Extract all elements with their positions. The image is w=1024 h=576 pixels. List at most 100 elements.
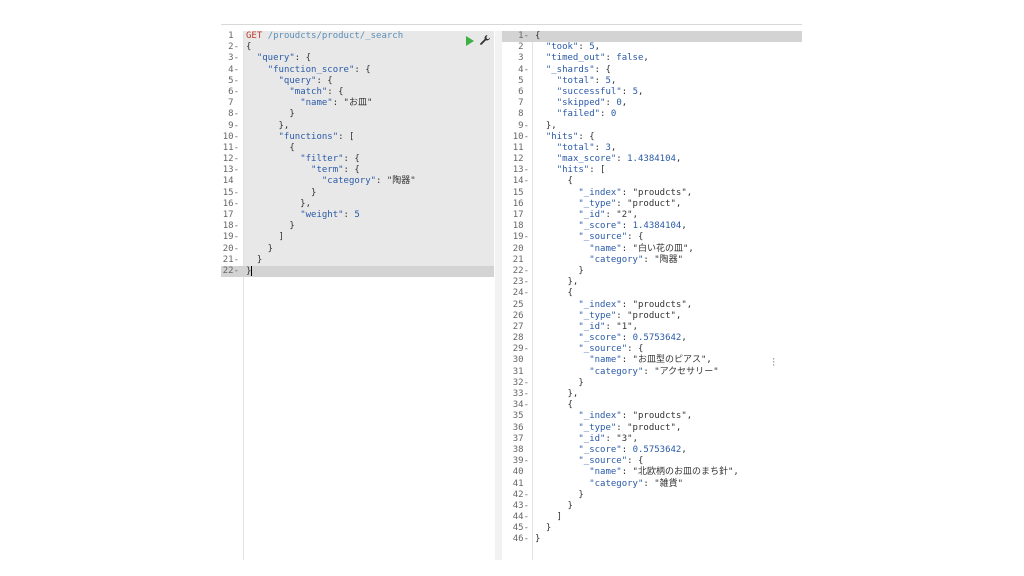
request-line[interactable]: 16- }, <box>221 199 494 210</box>
response-line[interactable]: 31 "category": "アクセサリー" <box>502 367 802 378</box>
request-line-code: "function_score": { <box>267 64 371 75</box>
response-line-number: 14- <box>512 176 529 187</box>
response-line[interactable]: 22- } <box>502 266 802 277</box>
request-line[interactable]: 12- "filter": { <box>221 154 494 165</box>
response-viewer[interactable]: 1-{2 "took": 5,3 "timed_out": false,4- "… <box>502 31 802 560</box>
request-line-number: 9- <box>228 120 239 131</box>
response-line[interactable]: 30 "name": "お皿型のピアス", <box>502 355 802 366</box>
request-line[interactable]: 11- { <box>221 143 494 154</box>
response-line[interactable]: 34- { <box>502 400 802 411</box>
response-line[interactable]: 8 "failed": 0 <box>502 109 802 120</box>
response-line-code: "hits": { <box>545 131 595 142</box>
request-line[interactable]: 5- "query": { <box>221 76 494 87</box>
response-line[interactable]: 45- } <box>502 523 802 534</box>
response-line[interactable]: 44- ] <box>502 512 802 523</box>
response-line[interactable]: 32- } <box>502 378 802 389</box>
response-line[interactable]: 46-} <box>502 534 802 545</box>
request-line[interactable]: 13- "term": { <box>221 165 494 176</box>
response-line[interactable]: 16 "_type": "product", <box>502 199 802 210</box>
request-line-code: } <box>246 254 263 265</box>
response-line[interactable]: 42- } <box>502 490 802 501</box>
response-line-number: 41 <box>512 478 529 489</box>
response-line[interactable]: 4- "_shards": { <box>502 65 802 76</box>
response-line[interactable]: 21 "category": "陶器" <box>502 255 802 266</box>
response-line[interactable]: 35 "_index": "proudcts", <box>502 411 802 422</box>
response-line[interactable]: 38 "_score": 0.5753642, <box>502 445 802 456</box>
response-line-number: 10- <box>512 131 529 142</box>
run-request-button[interactable] <box>466 36 474 46</box>
response-gutter <box>502 31 533 560</box>
request-line[interactable]: 15- } <box>221 188 494 199</box>
response-line[interactable]: 10- "hits": { <box>502 132 802 143</box>
response-line[interactable]: 23- }, <box>502 277 802 288</box>
response-line[interactable]: 43- } <box>502 501 802 512</box>
response-line[interactable]: 19- "_source": { <box>502 232 802 243</box>
response-line[interactable]: 14- { <box>502 176 802 187</box>
response-line-code: } <box>535 377 584 388</box>
response-line-code: "_score": 0.5753642, <box>578 333 687 344</box>
request-line[interactable]: 21- } <box>221 255 494 266</box>
response-line[interactable]: 28 "_score": 0.5753642, <box>502 333 802 344</box>
request-line-code: "query": { <box>278 75 333 86</box>
request-line[interactable]: 1 GET /proudcts/product/_search <box>221 31 494 42</box>
drag-handle-icon[interactable]: ··· <box>771 355 777 371</box>
response-line[interactable]: 11 "total": 3, <box>502 143 802 154</box>
request-line[interactable]: 18- } <box>221 221 494 232</box>
wrench-icon[interactable] <box>479 34 491 46</box>
response-line-number: 43- <box>512 500 529 511</box>
response-line-number: 40 <box>512 467 529 478</box>
response-line-code: "category": "雑貨" <box>589 478 684 489</box>
response-line[interactable]: 20 "name": "白い花の皿", <box>502 244 802 255</box>
request-line-number: 5- <box>228 75 239 86</box>
request-line[interactable]: 9- }, <box>221 121 494 132</box>
request-line[interactable]: 20- } <box>221 244 494 255</box>
request-line[interactable]: 2-{ <box>221 42 494 53</box>
request-line-code: } <box>246 221 295 232</box>
request-line[interactable]: 17 "weight": 5 <box>221 210 494 221</box>
request-line-number: 18- <box>222 221 239 232</box>
response-line-number: 38 <box>512 444 529 455</box>
response-line-code: "_type": "product", <box>578 422 682 433</box>
request-line[interactable]: 14 "category": "陶器" <box>221 176 494 187</box>
response-line[interactable]: 36 "_type": "product", <box>502 423 802 434</box>
response-line[interactable]: 7 "skipped": 0, <box>502 98 802 109</box>
request-line[interactable]: 7 "name": "お皿" <box>221 98 494 109</box>
response-line-number: 15 <box>512 187 529 198</box>
response-line[interactable]: 1-{ <box>502 31 802 43</box>
request-line[interactable]: 19- ] <box>221 232 494 243</box>
request-line-code: "functions": [ <box>278 131 355 142</box>
response-line[interactable]: 24- { <box>502 288 802 299</box>
response-line[interactable]: 13- "hits": [ <box>502 165 802 176</box>
response-line[interactable]: 3 "timed_out": false, <box>502 53 802 64</box>
response-line[interactable]: 2 "took": 5, <box>502 42 802 53</box>
response-line[interactable]: 26 "_type": "product", <box>502 311 802 322</box>
request-line[interactable]: 8- } <box>221 109 494 120</box>
response-line[interactable]: 29- "_source": { <box>502 344 802 355</box>
pane-divider[interactable]: ··· <box>495 31 776 560</box>
request-editor-background <box>244 31 494 273</box>
response-line[interactable]: 33- }, <box>502 389 802 400</box>
request-line-code: { <box>246 142 295 153</box>
response-line-code: } <box>535 489 584 500</box>
response-line[interactable]: 12 "max_score": 1.4384104, <box>502 154 802 165</box>
response-line[interactable]: 37 "_id": "3", <box>502 434 802 445</box>
response-line[interactable]: 9- }, <box>502 121 802 132</box>
response-line[interactable]: 25 "_index": "proudcts", <box>502 300 802 311</box>
response-line[interactable]: 6 "successful": 5, <box>502 87 802 98</box>
request-line[interactable]: 6- "match": { <box>221 87 494 98</box>
request-line[interactable]: 4- "function_score": { <box>221 65 494 76</box>
response-line[interactable]: 5 "total": 5, <box>502 76 802 87</box>
response-line[interactable]: 15 "_index": "proudcts", <box>502 188 802 199</box>
response-line-number: 39- <box>512 456 529 467</box>
request-line[interactable]: 10- "functions": [ <box>221 132 494 143</box>
request-line[interactable]: 22-} <box>221 265 494 278</box>
request-line[interactable]: 3- "query": { <box>221 53 494 64</box>
response-line[interactable]: 17 "_id": "2", <box>502 210 802 221</box>
response-line[interactable]: 39- "_source": { <box>502 456 802 467</box>
response-line[interactable]: 41 "category": "雑貨" <box>502 479 802 490</box>
response-line[interactable]: 18 "_score": 1.4384104, <box>502 221 802 232</box>
response-line[interactable]: 27 "_id": "1", <box>502 322 802 333</box>
response-line[interactable]: 40 "name": "北欧柄のお皿のまち針", <box>502 467 802 478</box>
